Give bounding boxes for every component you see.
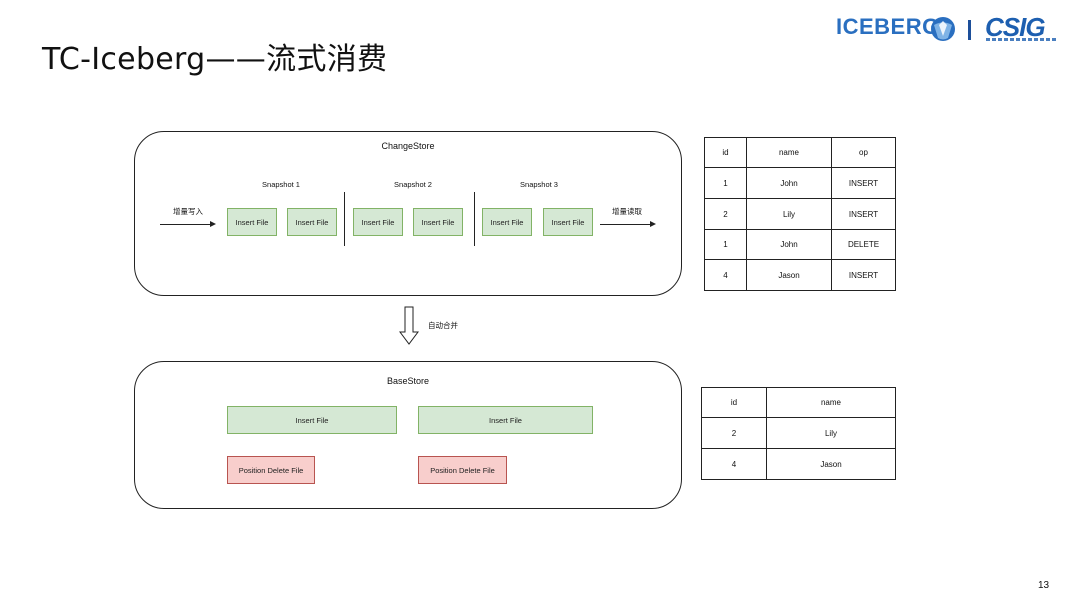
cell-name: John xyxy=(746,229,832,260)
changestore-label: ChangeStore xyxy=(381,141,435,151)
basestore-container xyxy=(134,361,682,509)
changestore-container xyxy=(134,131,682,296)
insert-file: Insert File xyxy=(227,406,397,434)
csig-logo-subtitle xyxy=(986,38,1056,41)
snapshot-label: Snapshot 2 xyxy=(394,180,432,189)
table-row: 1 John DELETE xyxy=(704,229,896,260)
csig-logo: CSIG xyxy=(985,12,1046,42)
cell-name: Lily xyxy=(746,198,832,230)
cell-id: 1 xyxy=(704,229,747,260)
cell-id: 2 xyxy=(704,198,747,230)
base-result-table: id name 2 Lily 4 Jason xyxy=(701,387,896,480)
insert-file: Insert File xyxy=(543,208,593,236)
cell-op: INSERT xyxy=(831,198,896,230)
incremental-read-label: 增量读取 xyxy=(612,207,642,216)
iceberg-globe-icon xyxy=(931,17,955,41)
cell-op: DELETE xyxy=(831,229,896,260)
snapshot-label: Snapshot 3 xyxy=(520,180,558,189)
incremental-write-arrow xyxy=(160,224,210,225)
arrow-head-icon xyxy=(650,221,656,227)
cell-id: 2 xyxy=(701,417,767,449)
insert-file: Insert File xyxy=(287,208,337,236)
snapshot-separator xyxy=(474,192,475,246)
snapshot-separator xyxy=(344,192,345,246)
cell-id: 1 xyxy=(704,167,747,199)
insert-file: Insert File xyxy=(227,208,277,236)
insert-file: Insert File xyxy=(418,406,593,434)
column-header-name: name xyxy=(746,137,832,168)
position-delete-file: Position Delete File xyxy=(418,456,507,484)
arrow-head-icon xyxy=(210,221,216,227)
table-row: 4 Jason xyxy=(701,448,896,480)
cell-op: INSERT xyxy=(831,167,896,199)
cell-name: Jason xyxy=(746,259,832,291)
table-header-row: id name op xyxy=(704,137,896,168)
page-number: 13 xyxy=(1038,580,1050,591)
insert-file: Insert File xyxy=(413,208,463,236)
incremental-read-arrow xyxy=(600,224,650,225)
table-header-row: id name xyxy=(701,387,896,418)
table-row: 2 Lily xyxy=(701,417,896,449)
cell-id: 4 xyxy=(704,259,747,291)
logo-divider xyxy=(968,20,971,40)
column-header-name: name xyxy=(766,387,896,418)
column-header-id: id xyxy=(704,137,747,168)
table-row: 2 Lily INSERT xyxy=(704,198,896,230)
incremental-write-label: 增量写入 xyxy=(173,207,203,216)
cell-op: INSERT xyxy=(831,259,896,291)
cell-name: Jason xyxy=(766,448,896,480)
cell-name: John xyxy=(746,167,832,199)
change-log-table: id name op 1 John INSERT 2 Lily INSERT 1… xyxy=(704,137,896,291)
column-header-id: id xyxy=(701,387,767,418)
table-row: 4 Jason INSERT xyxy=(704,259,896,291)
cell-id: 4 xyxy=(701,448,767,480)
insert-file: Insert File xyxy=(482,208,532,236)
position-delete-file: Position Delete File xyxy=(227,456,315,484)
cell-name: Lily xyxy=(766,417,896,449)
snapshot-label: Snapshot 1 xyxy=(262,180,300,189)
page-title: TC-Iceberg——流式消费 xyxy=(42,42,388,77)
basestore-label: BaseStore xyxy=(386,376,430,386)
iceberg-logo: ICEBERG xyxy=(836,14,940,39)
down-arrow-icon xyxy=(399,306,419,345)
column-header-op: op xyxy=(831,137,896,168)
table-row: 1 John INSERT xyxy=(704,167,896,199)
insert-file: Insert File xyxy=(353,208,403,236)
auto-merge-label: 自动合并 xyxy=(428,321,458,330)
